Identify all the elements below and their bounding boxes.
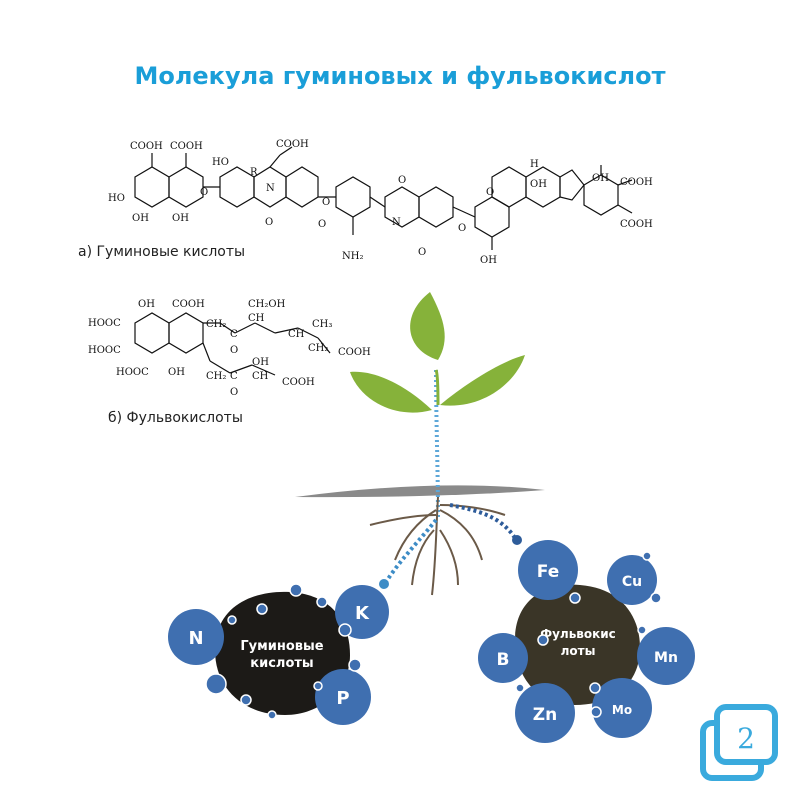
fulvic-label-oh-2: OH	[168, 367, 185, 378]
page-title: Молекула гуминовых и фульвокислот	[134, 62, 666, 90]
element-mn-label: Mn	[654, 650, 678, 666]
fulvic-label-ch2-2: CH₂	[308, 343, 328, 354]
element-circle-mn	[637, 627, 695, 685]
fulvic-label-hooc-2: HOOC	[88, 345, 121, 356]
humic-label-o-4: O	[322, 197, 330, 208]
humic-label-o-2: O	[265, 217, 273, 228]
element-circle-mo	[592, 678, 652, 738]
badge-number: 2	[737, 722, 755, 755]
humic-blob-label-2: кислоты	[250, 656, 313, 671]
element-circle-cu	[607, 555, 657, 605]
fulvic-label-cooh-3: COOH	[282, 377, 315, 388]
fulvic-blob-label-1: Фульвокис	[540, 627, 616, 641]
fulvic-acid-structure: HOOC HOOC HOOC OH OH COOH COOH COOH CH₂O…	[88, 299, 371, 398]
humic-label-h: H	[530, 159, 539, 170]
humic-label-cooh-1: COOH	[130, 141, 163, 152]
humic-label-oh-5: OH	[592, 173, 609, 184]
fulvic-label-ch3: CH₃	[312, 319, 332, 330]
humic-label-o-3: O	[318, 219, 326, 230]
fulvic-label-c-1: C	[230, 329, 238, 340]
fulvic-acids-blob	[515, 584, 640, 705]
humic-label-oh-3: HO	[212, 157, 229, 168]
humic-label-o-5: O	[398, 175, 406, 186]
small-bubbles	[205, 551, 662, 720]
fulvic-label-o-2: O	[230, 387, 238, 398]
humic-blob-label-1: Гуминовые	[240, 639, 323, 654]
element-circle-fe	[518, 540, 578, 600]
fulvic-acids-caption: б) Фульвокислоты	[108, 410, 243, 426]
fulvic-label-ch-4: CH	[252, 371, 269, 382]
humic-label-o-7: O	[458, 223, 466, 234]
fulvic-label-cooh-1: COOH	[172, 299, 205, 310]
element-circle-b	[478, 633, 528, 683]
fulvic-label-c-2: C	[230, 371, 238, 382]
fulvic-label-oh-3: OH	[252, 357, 269, 368]
plant-roots	[369, 496, 506, 596]
fulvic-label-oh-1: OH	[138, 299, 155, 310]
element-k-label: K	[355, 603, 370, 624]
fulvic-label-ch2-1: CH₂	[206, 319, 226, 330]
humic-acids-caption: а) Гуминовые кислоты	[78, 244, 246, 260]
fulvic-label-ch2-3: CH₂	[206, 371, 226, 382]
humic-acid-structure: COOH COOH COOH COOH COOH HO OH HO OH OH …	[108, 139, 653, 266]
humic-label-oh-4: OH	[172, 213, 189, 224]
humic-label-oh-6: OH	[480, 255, 497, 266]
humic-label-nh2: NH₂	[342, 251, 363, 262]
humic-label-o-8: O	[486, 187, 494, 198]
element-fe-label: Fe	[537, 562, 559, 582]
fulvic-label-cooh-2: COOH	[338, 347, 371, 358]
humic-label-r: R	[250, 167, 258, 178]
fulvic-label-ch-2: CH	[288, 329, 305, 340]
plant-stem	[434, 369, 440, 521]
element-circle-p	[315, 669, 371, 725]
humic-label-cooh-3: COOH	[276, 139, 309, 150]
page-badge: 2	[700, 704, 778, 781]
element-p-label: P	[336, 688, 349, 709]
humic-label-cooh-2: COOH	[170, 141, 203, 152]
fulvic-blob-label-2: лоты	[561, 644, 596, 658]
fulvic-label-hooc-3: HOOC	[116, 367, 149, 378]
humic-label-n-2: N	[392, 217, 401, 228]
fulvic-label-o-1: O	[230, 345, 238, 356]
element-circle-zn	[515, 683, 575, 743]
fulvic-label-hooc-1: HOOC	[88, 318, 121, 329]
element-b-label: B	[497, 650, 510, 670]
fulvic-label-ch-1: CH	[248, 313, 265, 324]
element-cu-label: Cu	[622, 574, 642, 590]
leaf-right	[440, 355, 525, 406]
humic-label-oh-1: HO	[108, 193, 125, 204]
element-circle-n	[168, 609, 224, 665]
humic-label-o-1: O	[200, 187, 208, 198]
humic-label-oh-2: OH	[132, 213, 149, 224]
fulvic-label-ch2oh: CH₂OH	[248, 299, 286, 310]
soil-surface	[295, 485, 545, 498]
leaf-left	[350, 371, 432, 413]
humic-label-cooh-5: COOH	[620, 219, 653, 230]
humic-label-n-1: N	[266, 183, 275, 194]
element-mo-label: Mo	[612, 703, 632, 717]
humic-label-o-6: O	[418, 247, 426, 258]
element-zn-label: Zn	[533, 705, 557, 725]
humic-label-oh-7: OH	[530, 179, 547, 190]
element-n-label: N	[188, 628, 203, 649]
humic-label-cooh-4: COOH	[620, 177, 653, 188]
leaf-top-left	[410, 292, 445, 360]
